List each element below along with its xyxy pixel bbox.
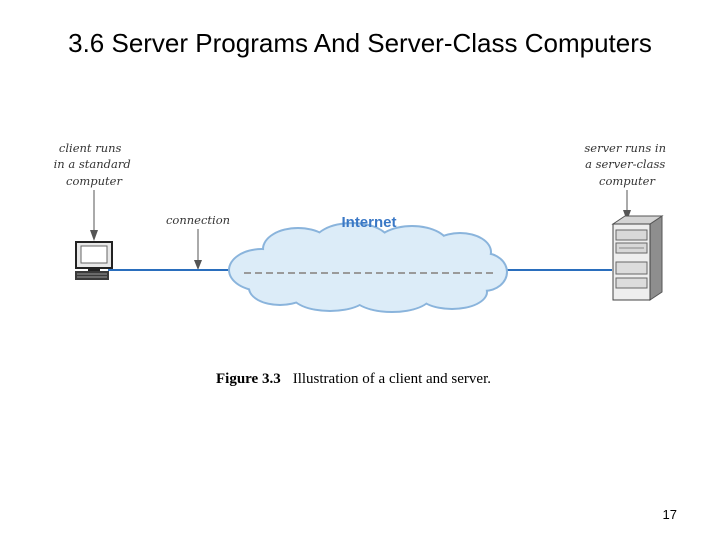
client-pointer-arrow: [90, 190, 98, 241]
client-note-line-1: client runs: [59, 141, 122, 155]
internet-label: Internet: [341, 214, 396, 231]
server-note-line-2: a server-class: [585, 157, 665, 171]
server-computer-icon: [611, 215, 664, 301]
page-number: 17: [662, 507, 677, 522]
internet-cloud: [228, 222, 508, 313]
client-computer-icon: [75, 241, 113, 280]
server-note-line-3: computer: [599, 174, 656, 188]
client-note-line-2: in a standard: [54, 157, 131, 171]
server-annotation: server runs in a server-class computer: [584, 141, 669, 188]
figure-caption: Figure 3.3 Illustration of a client and …: [216, 370, 491, 387]
figure-caption-text: Illustration of a client and server.: [293, 371, 491, 387]
figure-caption-number: Figure 3.3: [216, 371, 281, 387]
slide-title: 3.6 Server Programs And Server-Class Com…: [68, 28, 652, 58]
client-annotation: client runs in a standard computer: [54, 141, 135, 188]
connection-pointer-arrow: [194, 229, 202, 270]
server-note-line-1: server runs in: [584, 141, 666, 155]
connection-label: connection: [166, 213, 230, 227]
client-note-line-3: computer: [66, 174, 123, 188]
